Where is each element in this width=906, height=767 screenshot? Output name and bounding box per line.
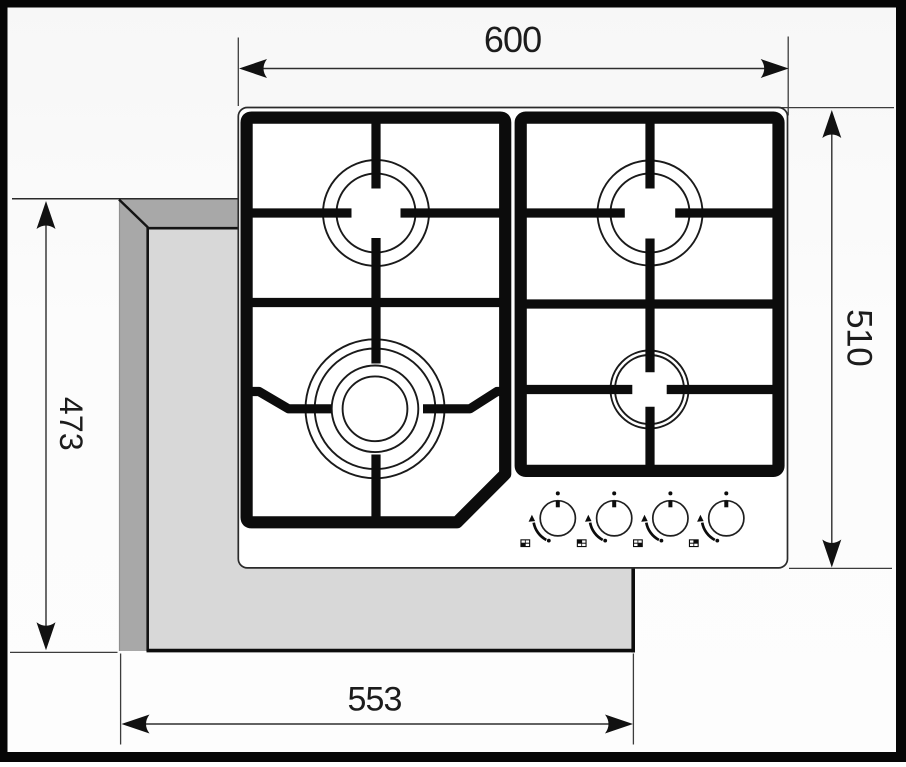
svg-text:553: 553: [347, 681, 401, 719]
svg-text:473: 473: [53, 397, 89, 451]
svg-text:510: 510: [840, 309, 879, 366]
svg-text:600: 600: [484, 19, 541, 60]
